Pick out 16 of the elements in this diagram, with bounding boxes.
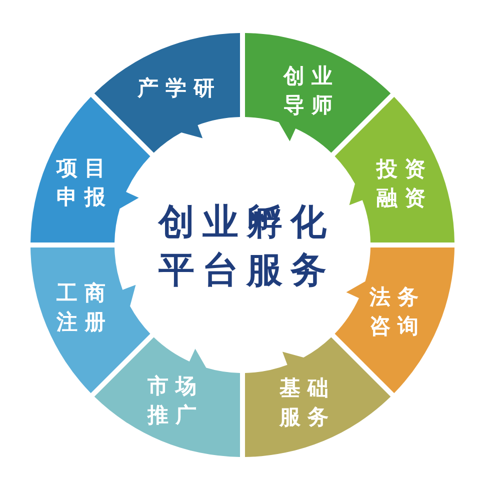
segment-label: 创业导师 [282,63,340,119]
ring-segment [94,337,241,457]
ring-segment [245,33,391,153]
segment-label: 市场推广 [146,373,204,429]
segment-label: 工商注册 [55,280,112,336]
ring-segment [245,337,391,457]
segment-label: 投资融资 [375,156,432,212]
ring-segment [334,247,455,394]
ring-segment [94,33,241,153]
segment-label: 法务咨询 [368,284,426,340]
ring-segment [334,96,455,243]
center-label: 创业孵化平台服务 [156,201,334,293]
ring-segment [30,96,151,243]
segment-label: 基础服务 [278,375,336,431]
segment-label: 产学研 [136,74,222,102]
segment-label: 项目申报 [55,155,112,211]
